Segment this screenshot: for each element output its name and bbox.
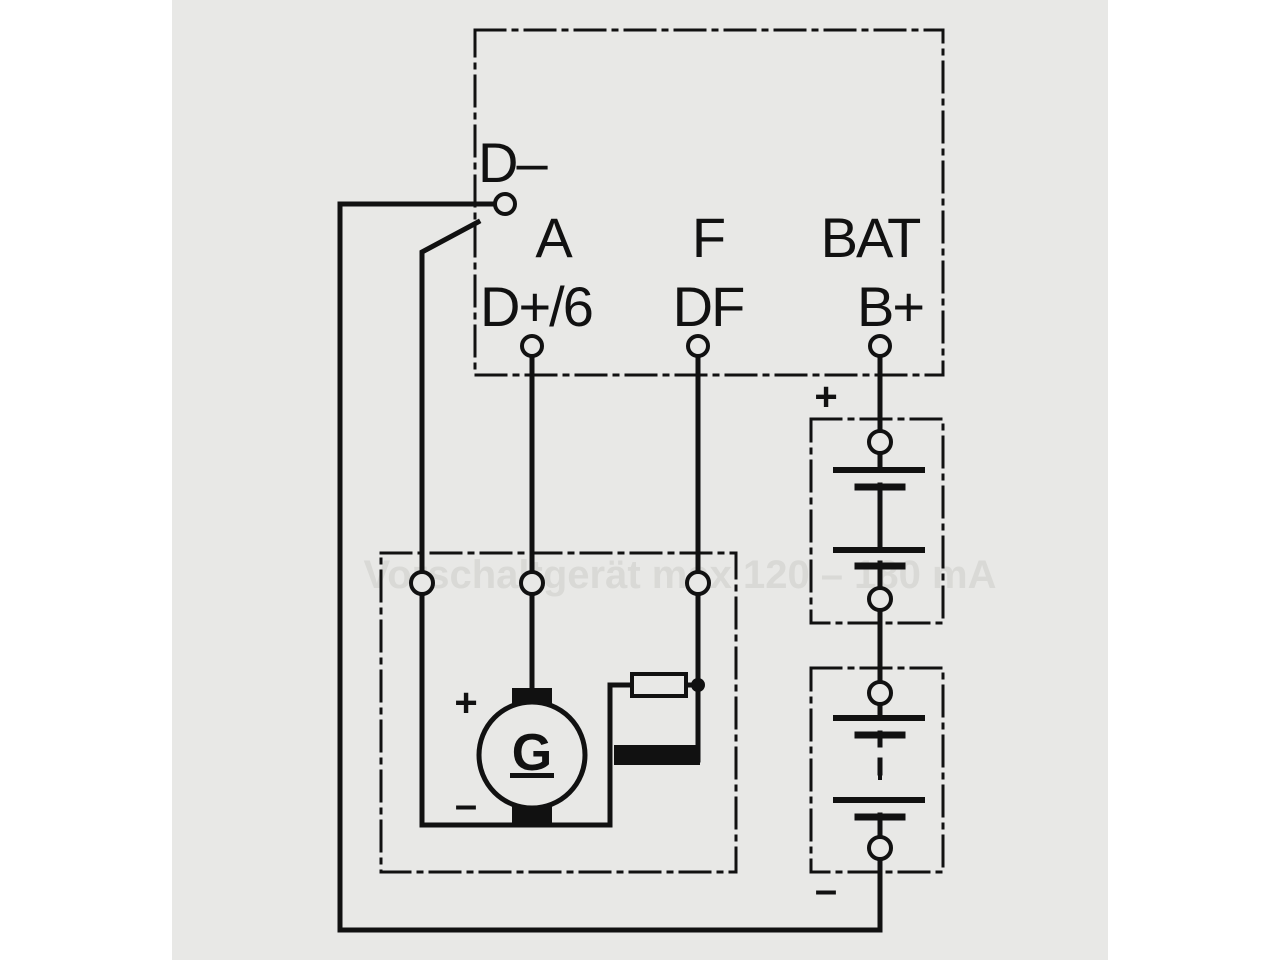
generator-plus-sign: + xyxy=(454,681,477,725)
generator-minus-sign: – xyxy=(455,783,477,827)
d-minus-link-wire xyxy=(419,218,482,575)
battery-plus-sign: + xyxy=(814,375,837,419)
label-a: A xyxy=(535,206,573,269)
label-d-plus: D+/6 xyxy=(480,275,592,338)
battery-box-upper xyxy=(809,417,945,625)
generator-brush-bottom xyxy=(512,806,552,826)
battery-terminal xyxy=(867,429,893,455)
terminal-d-minus xyxy=(493,192,517,216)
generator-minus-wire xyxy=(419,592,635,828)
watermark-text: Vorschaltgerät max 120 – 180 mA xyxy=(364,553,997,597)
label-d-minus: D– xyxy=(478,131,548,194)
terminal-df xyxy=(686,334,710,358)
terminal-b-plus xyxy=(868,334,892,358)
generator-symbol-underline xyxy=(510,773,554,778)
terminal-d-plus xyxy=(520,334,544,358)
label-bat: BAT xyxy=(821,206,921,269)
resistor xyxy=(630,672,688,698)
battery-box-lower xyxy=(809,666,945,874)
generator-terminal-d-minus xyxy=(409,570,435,596)
battery-terminal xyxy=(867,586,893,612)
label-f: F xyxy=(692,206,724,269)
ground-wire xyxy=(337,201,883,933)
paper-background xyxy=(172,0,1108,960)
generator-symbol: G xyxy=(512,724,552,782)
label-b-plus: B+ xyxy=(857,275,923,338)
generator-brush-top xyxy=(512,688,552,704)
generator-housing-box xyxy=(379,551,738,874)
generator-terminal-d-plus xyxy=(519,570,545,596)
field-winding xyxy=(614,745,700,765)
label-df: DF xyxy=(673,275,744,338)
junction-dot xyxy=(691,678,705,692)
generator-terminal-df xyxy=(685,570,711,596)
battery-terminal xyxy=(867,680,893,706)
battery-terminal xyxy=(867,835,893,861)
battery-minus-sign: – xyxy=(815,868,837,912)
